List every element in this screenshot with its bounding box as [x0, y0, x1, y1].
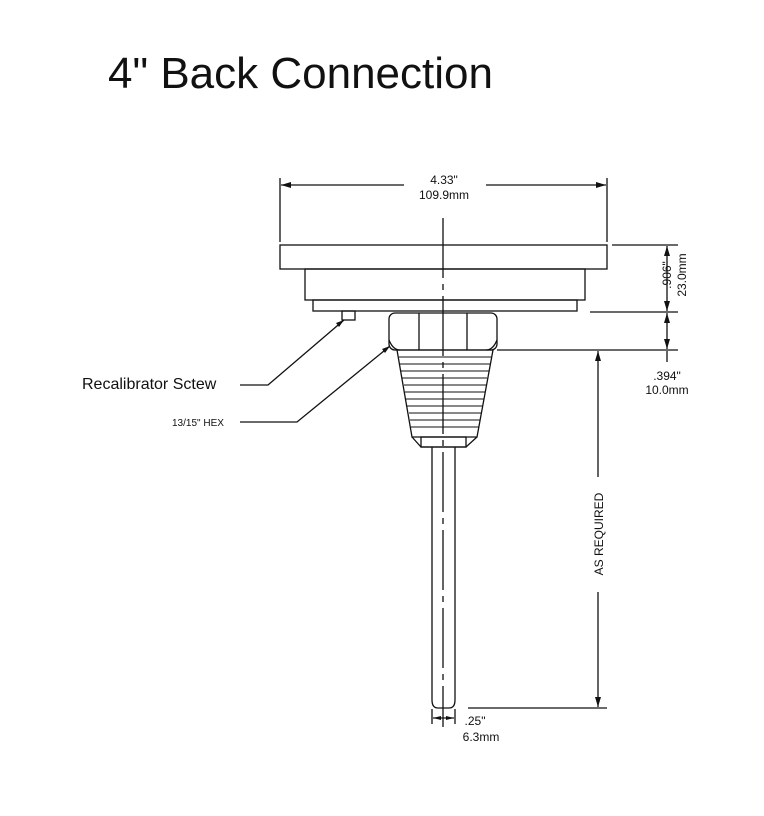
- stem-dia-arrow-right: [446, 716, 454, 720]
- hex-leader: [240, 345, 391, 423]
- stem-dia-arrow-left: [433, 716, 441, 720]
- hex-height-mm-label: 10.0mm: [645, 383, 688, 397]
- dial-width-mm-label: 109.9mm: [419, 188, 469, 202]
- recalibrator-leader-arrow: [336, 320, 344, 327]
- page-title: 4" Back Connection: [108, 49, 493, 98]
- back-plate: [312, 299, 578, 312]
- stem-length-arrow-top: [595, 351, 601, 361]
- stem-dia-in-label: .25": [465, 714, 486, 728]
- stem-length-label: AS REQUIRED: [592, 492, 606, 575]
- stem-dia-mm-label: 6.3mm: [463, 730, 500, 744]
- fitting-collar: [420, 436, 467, 448]
- recalibrator-screw-label: Recalibrator Sctew: [82, 376, 217, 393]
- dim-arrow-right: [596, 182, 606, 188]
- hex-height-arrow-bottom: [664, 339, 670, 349]
- recalibrator-leader: [240, 319, 345, 386]
- thread-lines: [399, 356, 491, 428]
- recalibrator-screw: [341, 310, 356, 321]
- dial-case: [304, 268, 586, 301]
- threaded-fitting: [396, 349, 494, 438]
- dim-arrow-left: [281, 182, 291, 188]
- hex-size-label: 13/15" HEX: [172, 418, 224, 429]
- stem-length-arrow-bottom: [595, 697, 601, 707]
- hex-height-arrow-top: [664, 313, 670, 323]
- case-depth-mm-label: 23.0mm: [675, 253, 689, 296]
- case-depth-in-label: .906": [660, 261, 674, 289]
- hex-leader-arrow: [382, 346, 390, 353]
- dial-width-in-label: 4.33": [430, 173, 458, 187]
- hex-height-in-label: .394": [653, 369, 681, 383]
- case-depth-arrow-bottom: [664, 301, 670, 311]
- case-depth-arrow-top: [664, 246, 670, 256]
- fitting-neck: [411, 436, 478, 448]
